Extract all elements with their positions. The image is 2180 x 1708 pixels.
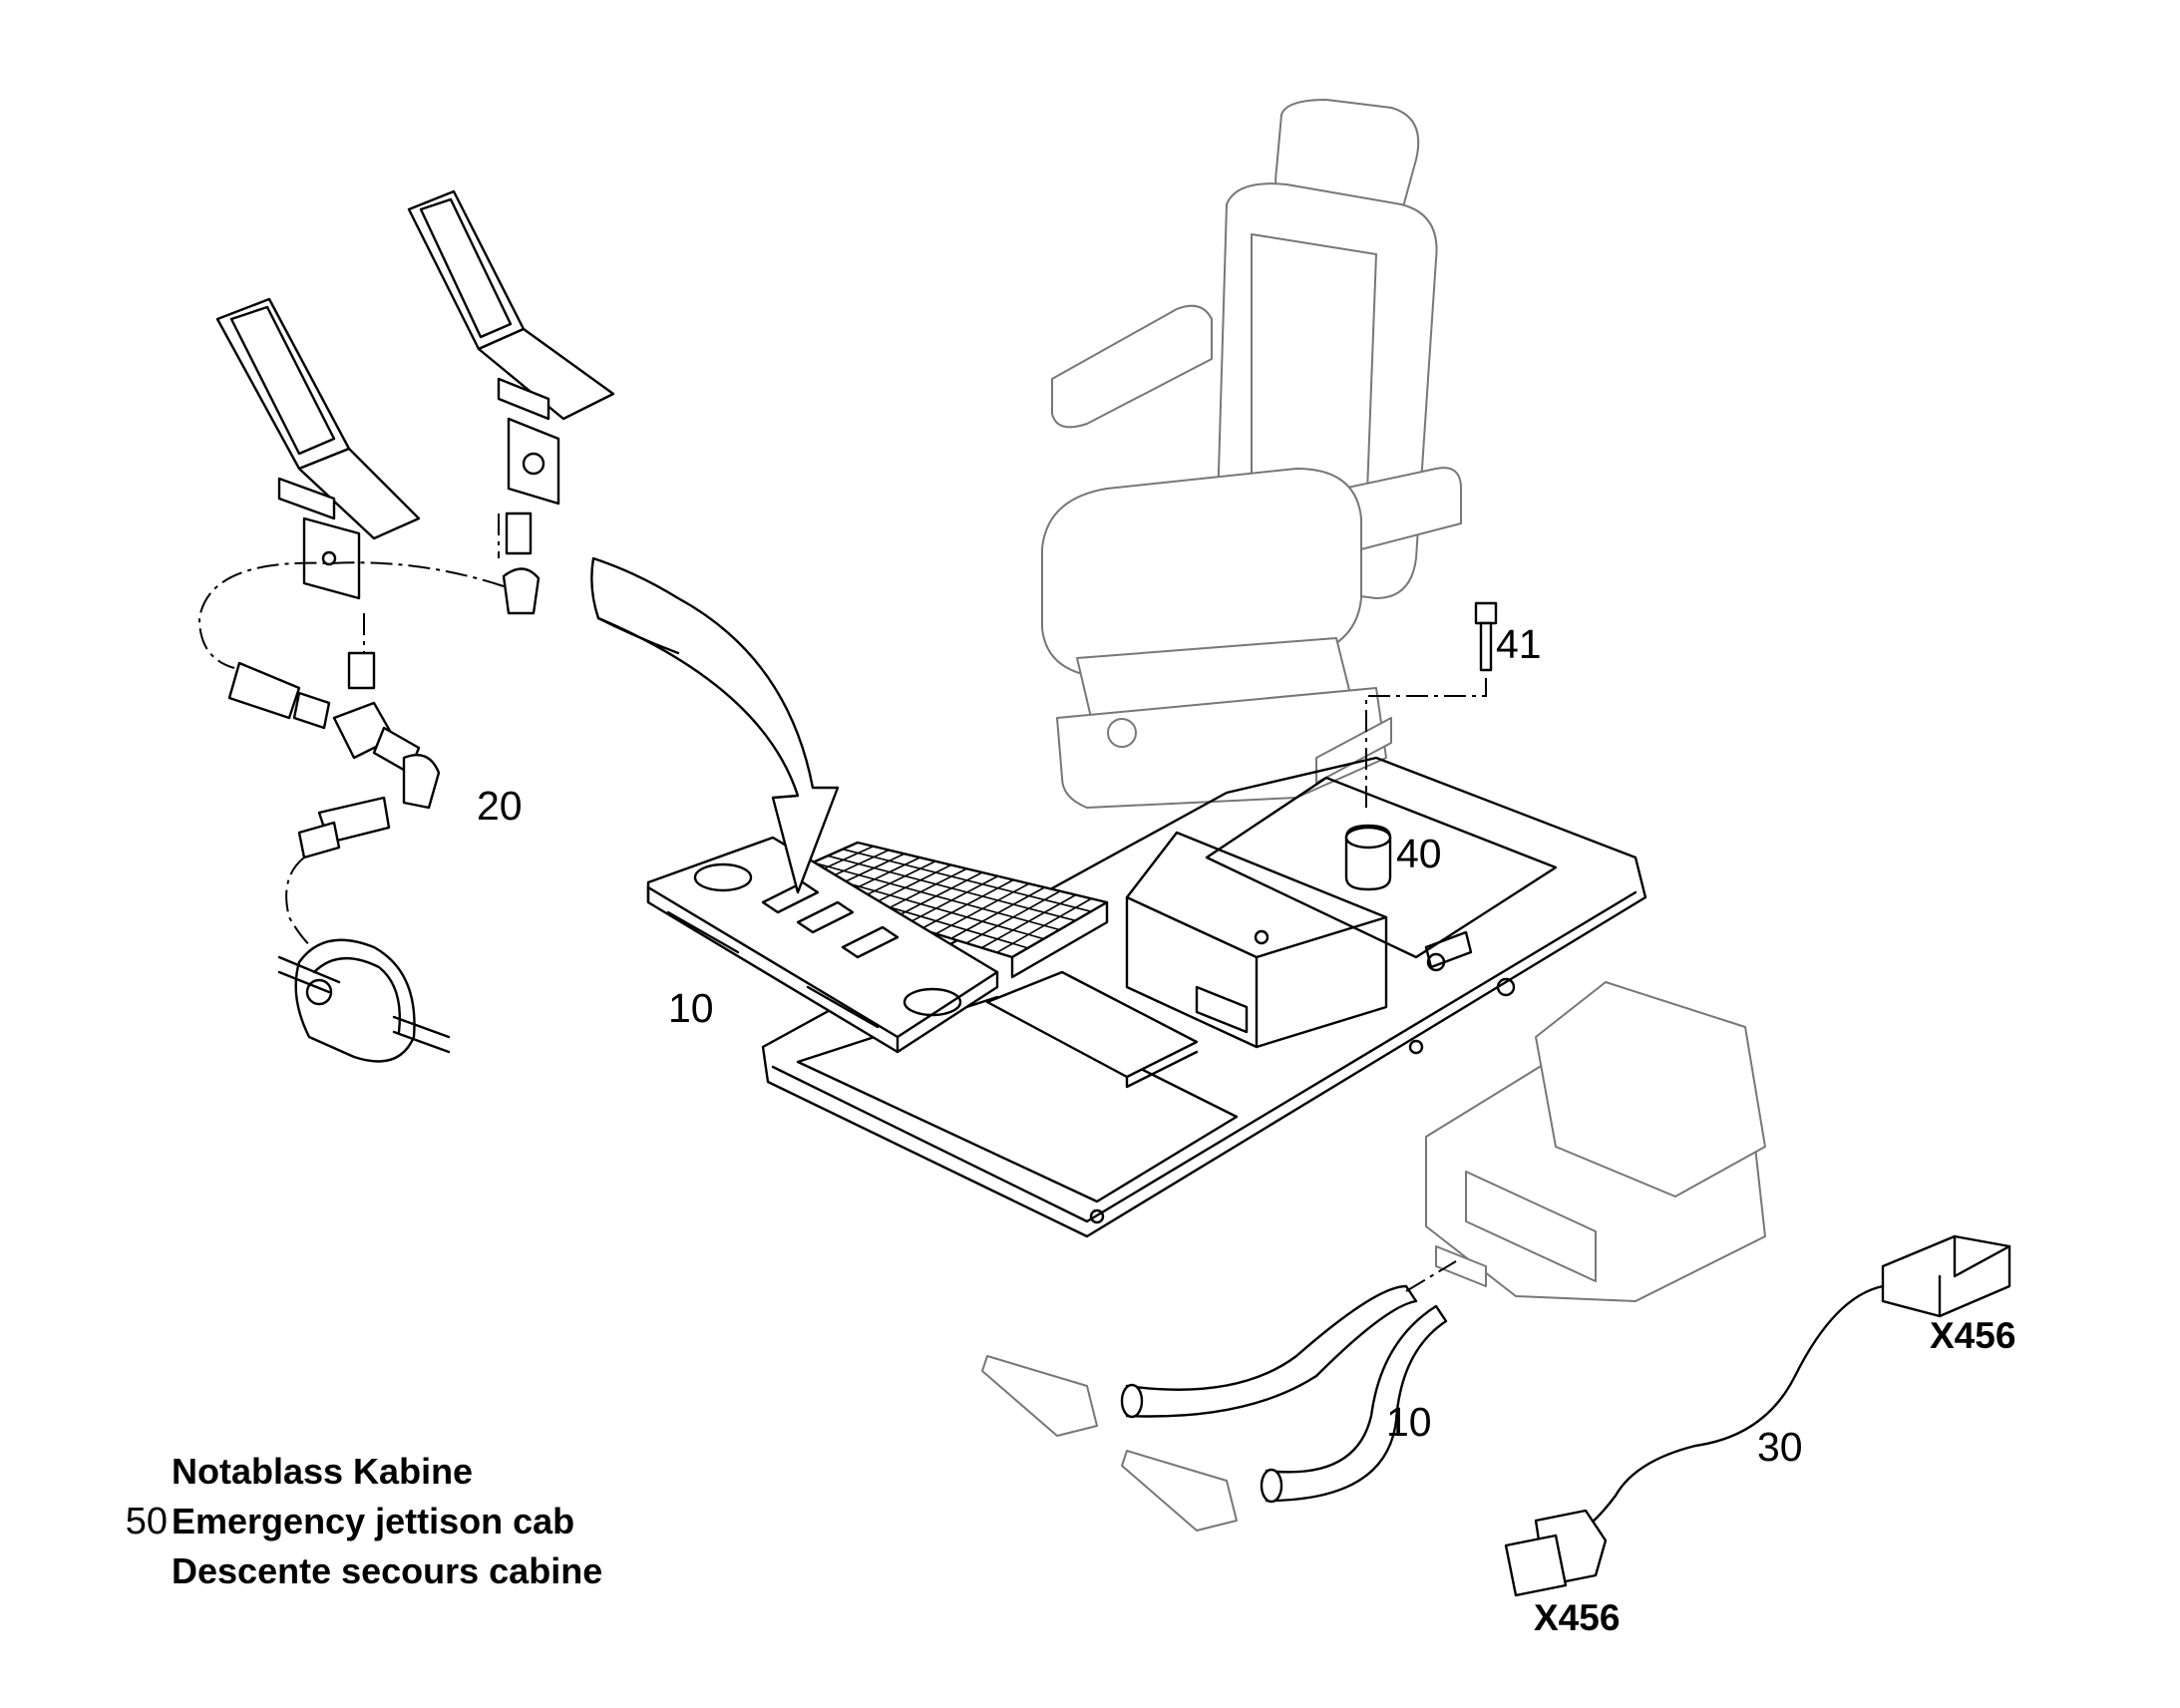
floor-mat (985, 970, 1199, 1089)
assembly-arrow (590, 556, 840, 894)
legend-line-french: Descente secours cabine (172, 1550, 603, 1591)
hose-brackets (981, 1355, 1238, 1532)
console-grille (766, 841, 1109, 979)
legend-line-german: Notablass Kabine (172, 1451, 474, 1492)
legend-line-english: Emergency jettison cab (172, 1501, 575, 1541)
pressure-switch-assembly (197, 512, 541, 958)
callout-30: 30 (1757, 1424, 1803, 1470)
legend-row: Notablass Kabine (100, 1451, 602, 1501)
wiring-harness (1504, 1234, 2011, 1597)
console-panel (646, 836, 999, 1054)
bolt-part-41 (1365, 601, 1498, 808)
foot-pedal-right (407, 189, 615, 506)
callout-10-hoses: 10 (1386, 1399, 1432, 1445)
heater-unit (1425, 981, 1766, 1302)
callout-40: 40 (1396, 831, 1442, 876)
legend-row: Descente secours cabine (100, 1550, 602, 1600)
legend-row: 50 Emergency jettison cab (100, 1501, 602, 1550)
legend: Notablass Kabine 50 Emergency jettison c… (100, 1451, 603, 1600)
cab-floor-plate (761, 756, 1647, 1238)
hvac-hoses (1120, 1260, 1457, 1504)
rubber-damper-part-40 (1344, 824, 1392, 891)
hose-clamp (277, 938, 451, 1063)
foot-pedal-left (215, 297, 421, 600)
connector-label-bottom: X456 (1534, 1597, 1620, 1638)
driver-seat (1041, 99, 1462, 809)
legend-number: 50 (125, 1501, 168, 1542)
callout-10-floor-plate: 10 (668, 985, 714, 1031)
callout-41: 41 (1496, 621, 1542, 667)
connector-label-top: X456 (1930, 1315, 2015, 1356)
callout-20: 20 (477, 783, 523, 829)
